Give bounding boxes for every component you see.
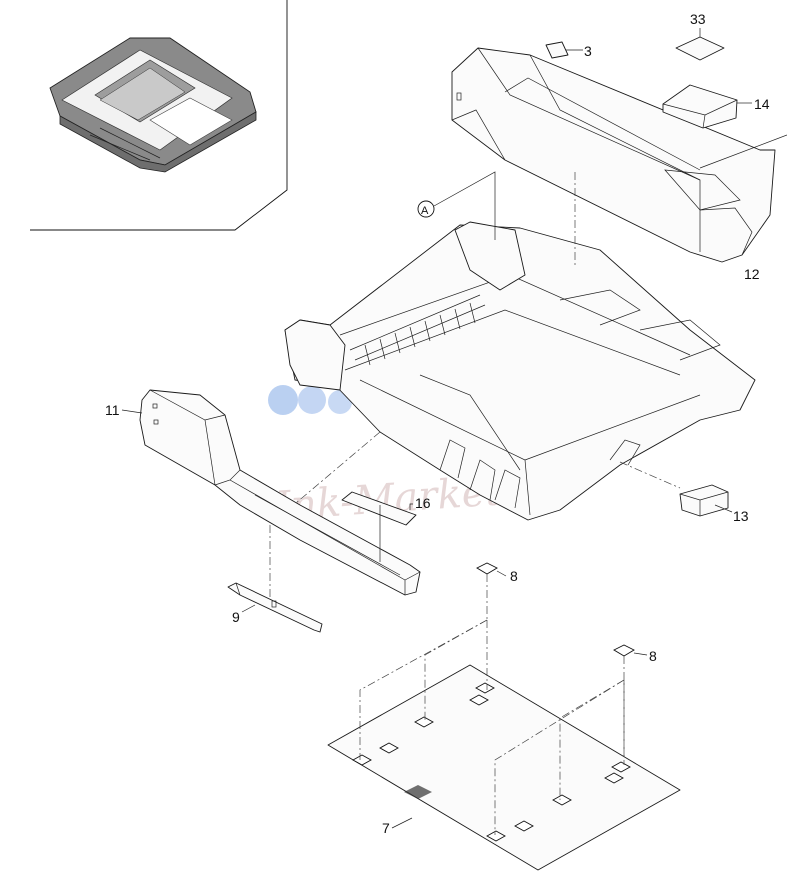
part-11-side-rail — [121, 389, 421, 596]
callout-A-letter: A — [421, 205, 429, 217]
leader-line — [699, 134, 787, 169]
watermark-dot — [298, 386, 326, 414]
part-12-top-cover — [451, 47, 776, 263]
base-marking — [404, 785, 432, 799]
callout-8-b: 8 — [649, 648, 657, 664]
part-13-clip — [679, 484, 733, 517]
inset-document-feeder — [49, 37, 257, 173]
part-8-pad-b — [613, 644, 648, 765]
inset-frame — [30, 0, 288, 231]
part-9-bracket — [227, 582, 323, 633]
main-tray-assembly — [284, 221, 756, 521]
callout-13: 13 — [733, 508, 749, 524]
callout-A — [417, 171, 496, 240]
callout-11: 11 — [105, 402, 120, 418]
callout-8-a: 8 — [510, 568, 518, 584]
callout-16: 16 — [415, 495, 431, 511]
callout-12: 12 — [744, 266, 760, 282]
part-8-pad-a — [476, 562, 507, 620]
guide-line — [269, 431, 381, 608]
part-3-label — [545, 41, 583, 59]
callout-14: 14 — [754, 96, 770, 112]
part-16-label-sheet — [341, 491, 417, 562]
callout-3: 3 — [584, 43, 592, 59]
watermark-dot — [268, 385, 298, 415]
base-pads — [352, 682, 631, 842]
callout-9: 9 — [232, 609, 240, 625]
guide-line — [619, 461, 681, 489]
part-7-base-sheet — [327, 619, 681, 871]
callout-7: 7 — [382, 820, 390, 836]
callout-33: 33 — [690, 11, 706, 27]
part-14-small-cover — [662, 84, 752, 129]
part-33-sheet — [675, 28, 725, 61]
